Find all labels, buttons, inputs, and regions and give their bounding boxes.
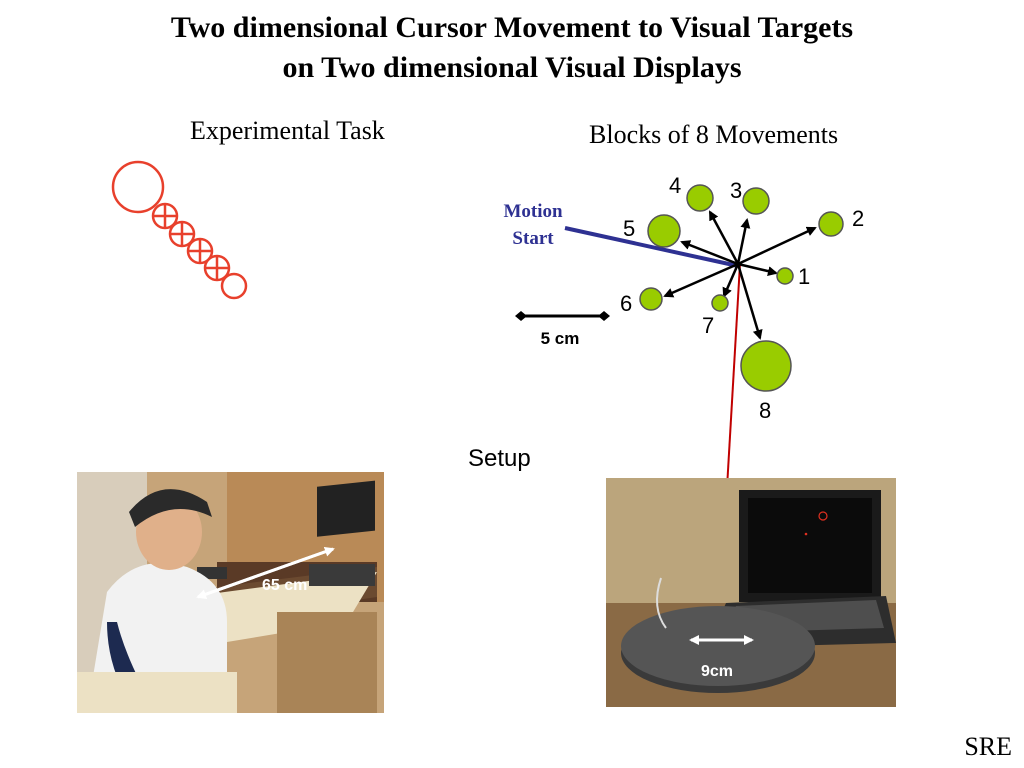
title-line-2: on Two dimensional Visual Displays [282, 51, 742, 84]
setup-label: Setup [468, 445, 531, 472]
left-distance-label: 65 cm [262, 577, 307, 594]
target-6-circle [639, 287, 663, 311]
target-7-circle [711, 294, 729, 312]
footer-initials: SRE [964, 732, 1012, 761]
scale-bar [515, 311, 610, 321]
scale-bar-label: 5 cm [541, 329, 580, 348]
arrow-to-target-6 [663, 262, 739, 298]
target-1-circle [776, 267, 794, 285]
experimental-task-heading: Experimental Task [190, 116, 385, 145]
target-label-2: 2 [852, 206, 864, 231]
title-line-1: Two dimensional Cursor Movement to Visua… [170, 11, 854, 44]
target-2-circle [818, 211, 844, 237]
target-label-6: 6 [620, 291, 632, 316]
setup-photo-subject [77, 472, 384, 713]
target-label-5: 5 [623, 216, 635, 241]
target-label-1: 1 [798, 264, 810, 289]
arrow-to-target-3 [736, 218, 751, 265]
screen-cursor-icon [804, 532, 808, 536]
right-distance-label: 9cm [701, 663, 733, 680]
start-circle [111, 160, 165, 214]
crossed-circle [168, 220, 196, 248]
motion-start-label-line-2: Start [512, 228, 554, 249]
blocks-heading: Blocks of 8 Movements [589, 120, 839, 149]
motion-start-line [564, 226, 739, 268]
arrow-to-target-2 [737, 226, 817, 266]
target-label-8: 8 [759, 398, 771, 423]
arrow-to-target-8 [736, 263, 763, 340]
target-label-3: 3 [730, 178, 742, 203]
crossed-circle [186, 237, 214, 265]
arrow-to-target-5 [680, 240, 739, 266]
target-4-circle [686, 184, 714, 212]
arrow-to-target-4 [708, 210, 740, 265]
arrow-to-target-7 [722, 263, 740, 298]
screen-target-icon [818, 511, 828, 521]
target-8-circle [740, 340, 792, 392]
motion-start-label-line-1: Motion [503, 201, 563, 222]
slide-title: Two dimensional Cursor Movement to Visua… [0, 8, 1024, 88]
target-label-4: 4 [669, 173, 681, 198]
target-3-circle [742, 187, 770, 215]
crossed-circle [203, 254, 231, 282]
target-label-7: 7 [702, 313, 714, 338]
arrow-to-target-1 [737, 262, 778, 277]
target-5-circle [647, 214, 681, 248]
crossed-circle [151, 202, 179, 230]
end-circle [220, 272, 248, 300]
